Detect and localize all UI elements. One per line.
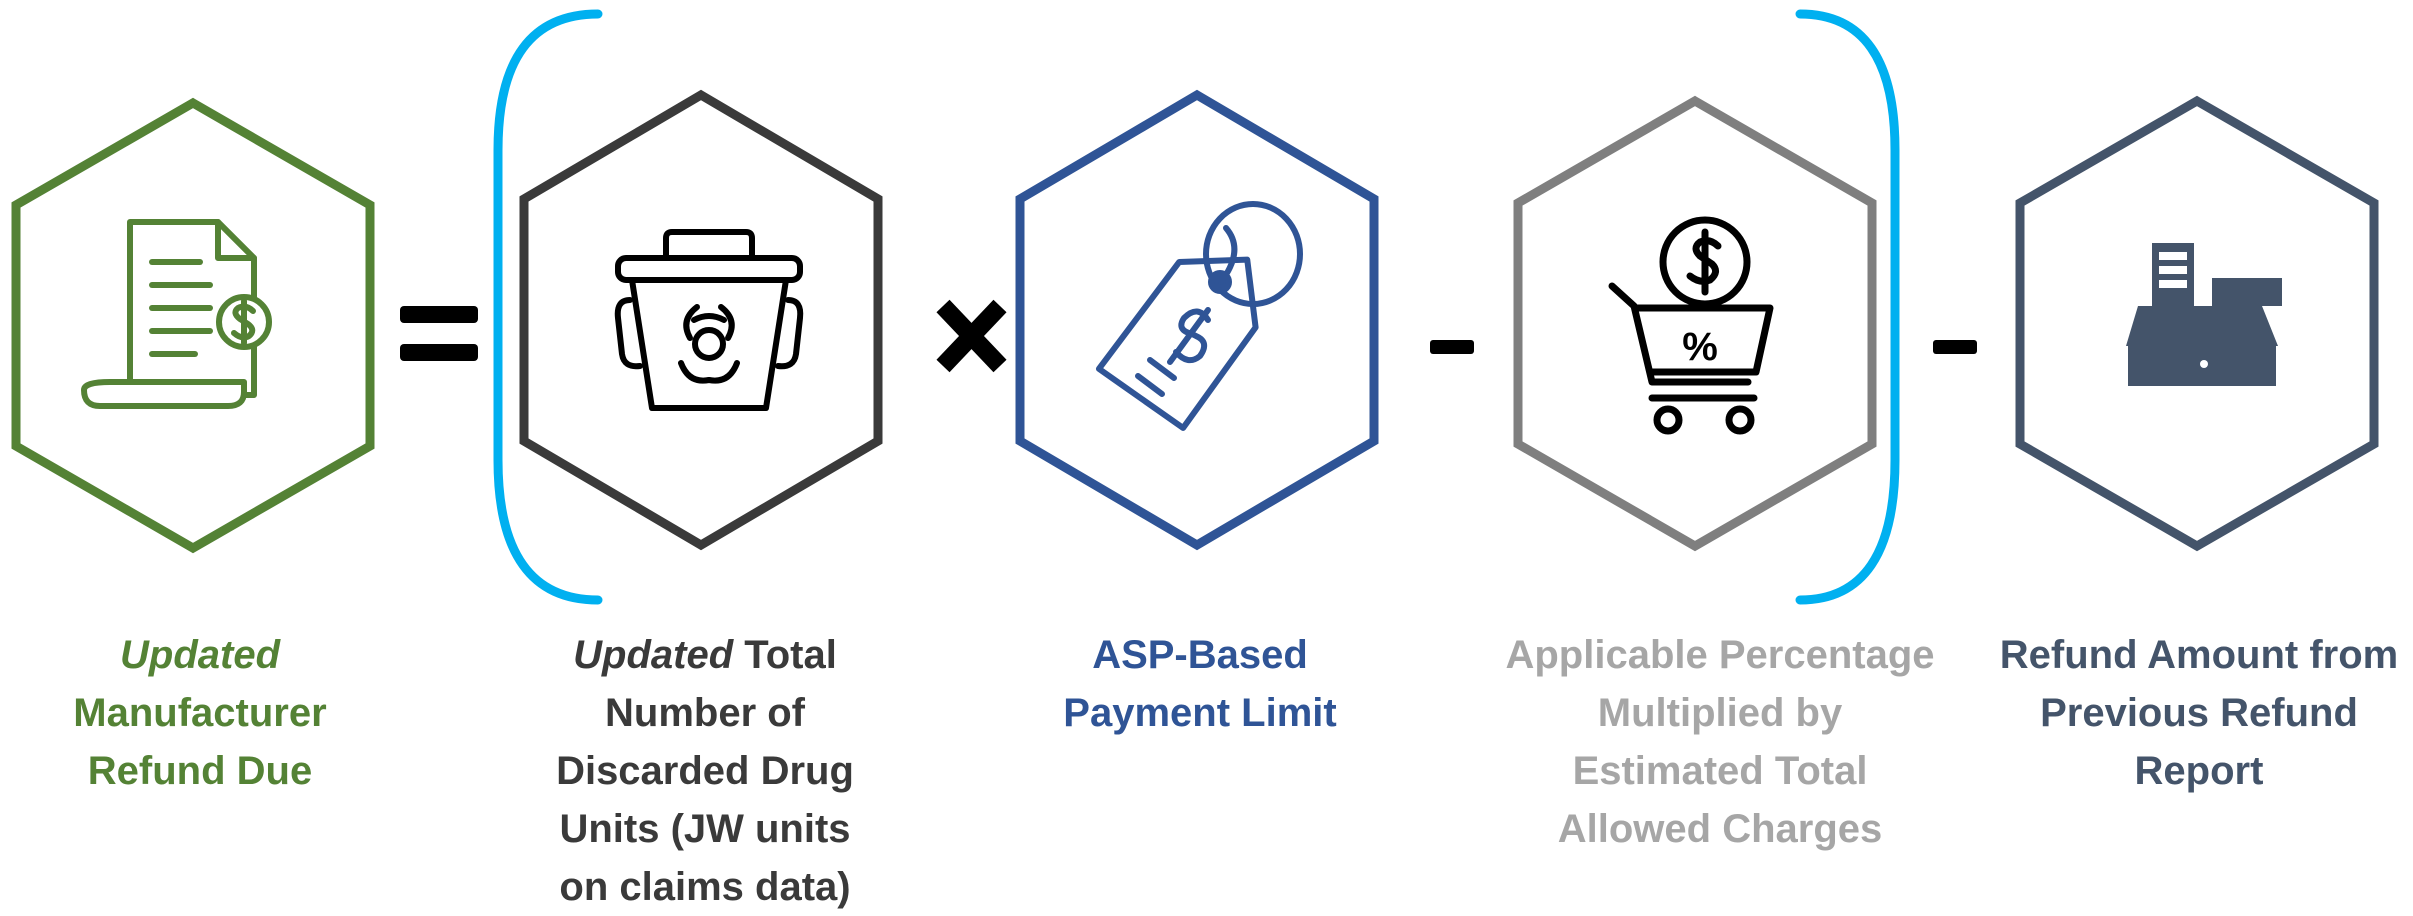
minus-operator-2 [1933,340,1977,354]
cash-register-icon [2126,243,2282,386]
refund-document-icon [81,219,272,409]
svg-text:%: % [1682,325,1718,369]
label-discarded-units-line-2: Number of [605,691,805,735]
hexagon-discarded-units [519,89,883,551]
equals-operator [400,306,478,361]
shopping-cart-percent-icon [1608,216,1774,435]
label-refund-due: Updated Manufacturer Refund Due [0,626,400,800]
label-applicable-percentage: Applicable Percentage Multiplied by Esti… [1470,626,1970,858]
minus-operator-1 [1430,340,1474,354]
hexagon-applicable-percentage [1513,95,1877,552]
label-applicable-percentage-line-4: Allowed Charges [1557,807,1883,851]
label-previous-refund: Refund Amount from Previous Refund Repor… [1985,626,2413,800]
label-applicable-percentage-line-2: Multiplied by [1597,691,1843,735]
label-applicable-percentage-line-3: Estimated Total [1572,749,1868,793]
hexagon-previous-refund [2015,95,2379,552]
label-previous-refund-line-1: Refund Amount from [1999,633,2399,677]
label-refund-due-line-3: Refund Due [87,749,313,793]
label-discarded-units: Updated Total Number of Discarded Drug U… [505,626,905,916]
label-discarded-units-line-3: Discarded Drug [556,749,854,793]
label-previous-refund-line-2: Previous Refund [2040,691,2358,735]
label-applicable-percentage-line-1: Applicable Percentage [1505,633,1935,677]
label-previous-refund-line-3: Report [2134,749,2264,793]
price-tag-icon [1095,201,1303,431]
label-discarded-units-line-1-text: Total [733,633,837,677]
label-payment-limit: ASP-Based Payment Limit [1000,626,1400,742]
biohazard-bin-icon [614,229,804,411]
label-discarded-units-line-5: on claims data) [559,865,851,909]
hexagon-payment-limit [1015,89,1379,551]
left-bracket [493,9,603,605]
label-discarded-units-line-4: Units (JW units [559,807,851,851]
label-refund-due-line-1-italic: Updated [120,633,280,677]
label-discarded-units-line-1-italic: Updated [573,633,734,677]
label-refund-due-line-2: Manufacturer [73,691,327,735]
percent-sign-icon: % [1682,325,1718,369]
label-payment-limit-line-2: Payment Limit [1063,691,1337,735]
label-payment-limit-line-1: ASP-Based [1092,633,1308,677]
right-bracket [1795,9,1900,605]
hexagon-refund-due [11,97,375,554]
times-operator [936,299,1007,373]
